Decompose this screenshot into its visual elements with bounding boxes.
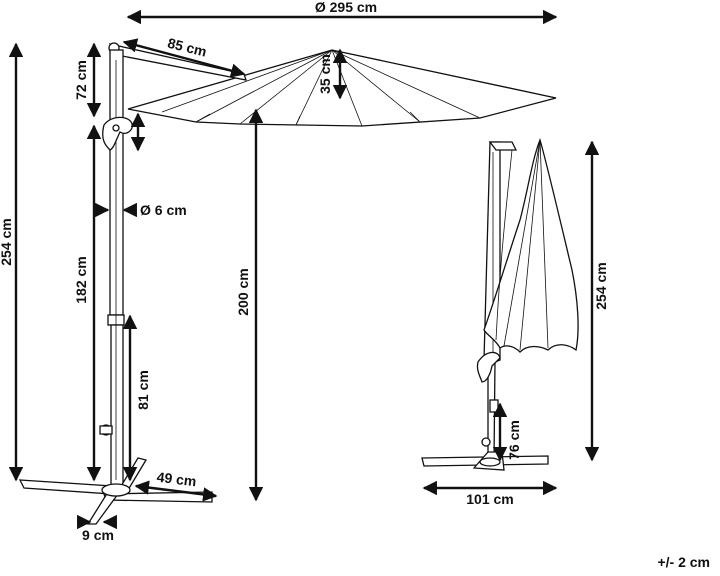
label-total-height-right: 254 cm [593, 262, 609, 309]
dimension-lines [8, 9, 600, 530]
label-total-height-left: 254 cm [0, 218, 14, 265]
label-canopy-diameter: Ø 295 cm [315, 0, 377, 15]
dimension-labels: Ø 295 cm 85 cm 35 cm 72 cm 254 cm Ø 6 cm… [0, 0, 609, 543]
label-pole-diameter: Ø 6 cm [140, 202, 187, 218]
label-lower-pole: 81 cm [135, 370, 151, 410]
open-parasol [18, 42, 557, 525]
label-lower-height: 182 cm [73, 256, 89, 303]
label-base-span: 101 cm [466, 491, 513, 507]
tolerance-note: +/- 2 cm [657, 554, 710, 570]
closed-parasol [421, 138, 579, 471]
label-top-offset: 72 cm [73, 60, 89, 100]
foot-knob [99, 424, 113, 436]
label-clearance-height: 200 cm [235, 268, 251, 315]
label-base-arm: 49 cm [156, 469, 197, 490]
label-base-width: 9 cm [82, 527, 114, 543]
closed-base [421, 451, 549, 471]
label-right-lower: 76 cm [506, 420, 522, 460]
closed-canopy [483, 138, 579, 353]
pole [107, 49, 125, 486]
crank-handle [102, 116, 133, 151]
label-canopy-height: 35 cm [317, 54, 333, 94]
